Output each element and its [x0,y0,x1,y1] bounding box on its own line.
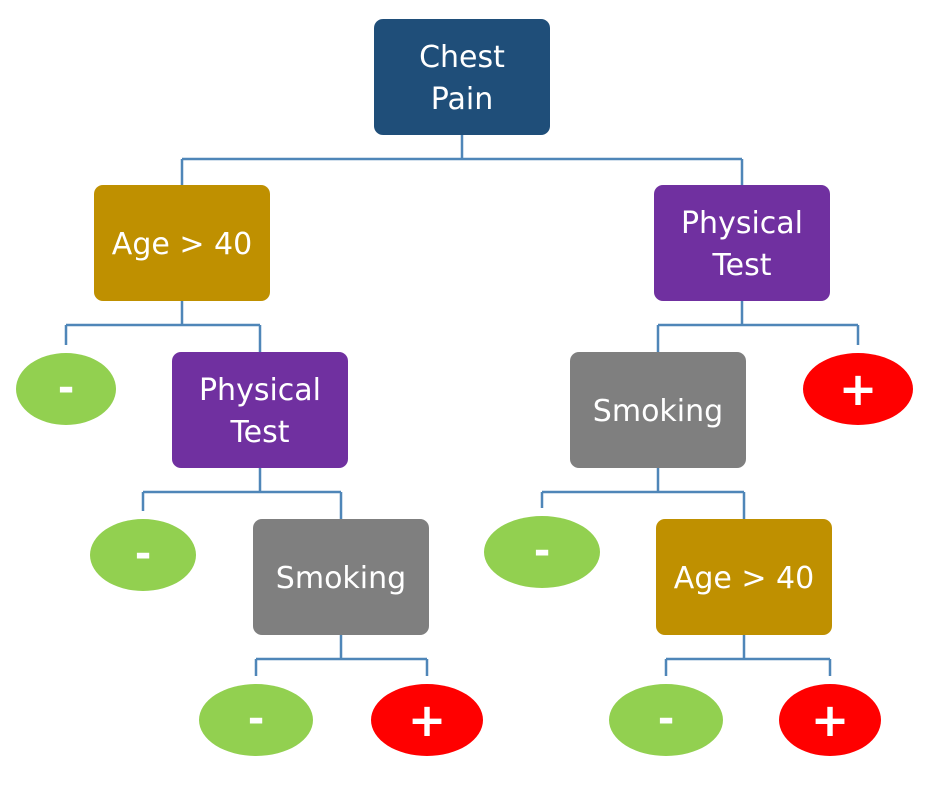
smoking-right-label-line-0: Smoking [593,394,723,429]
node-neg-2: - [90,519,196,591]
node-neg-3: - [484,516,600,588]
smoking-left-box [253,519,429,635]
negative-leaf-label: - [135,531,152,577]
root-label-line-0: Chest [419,40,505,75]
positive-leaf-label: + [839,362,878,416]
negative-leaf-label: - [58,365,75,411]
negative-leaf-label: - [248,696,265,742]
negative-leaf-ellipse [199,684,313,756]
physical-right-label-line-1: Test [711,248,771,283]
age-right-box [656,519,832,635]
positive-leaf-label: + [811,693,850,747]
node-smoking-right: Smoking [570,352,746,468]
connector-age-left [64,301,262,352]
negative-leaf-label: - [658,696,675,742]
age-right-label-line-0: Age > 40 [674,561,814,596]
node-age-right: Age > 40 [656,519,832,635]
node-neg-5: - [609,684,723,756]
node-neg-1: - [16,353,116,425]
physical-right-box [654,185,830,301]
positive-leaf-ellipse [803,353,913,425]
connector-root [180,135,744,185]
connectors [64,135,860,676]
positive-leaf-ellipse [371,684,483,756]
smoking-right-box [570,352,746,468]
node-smoking-left: Smoking [253,519,429,635]
physical-right-label-line-0: Physical [681,206,803,241]
connector-age-right [664,635,832,676]
physical-left-box [172,352,348,468]
positive-leaf-ellipse [779,684,881,756]
negative-leaf-ellipse [484,516,600,588]
positive-leaf-label: + [408,693,447,747]
root-label-line-1: Pain [431,82,493,117]
age-left-box [94,185,270,301]
age-left-label-line-0: Age > 40 [112,227,252,262]
connector-physical-left [141,468,343,519]
root-box [374,19,550,135]
smoking-left-label-line-0: Smoking [276,561,406,596]
node-neg-4: - [199,684,313,756]
connector-smoking-right [540,468,746,519]
negative-leaf-ellipse [609,684,723,756]
negative-leaf-label: - [534,528,551,574]
negative-leaf-ellipse [90,519,196,591]
node-pos-1: + [803,353,913,425]
connector-smoking-left [254,635,429,676]
physical-left-label-line-1: Test [229,415,289,450]
physical-left-label-line-0: Physical [199,373,321,408]
node-pos-3: + [779,684,881,756]
node-age-left: Age > 40 [94,185,270,301]
negative-leaf-ellipse [16,353,116,425]
connector-physical-right [656,301,860,352]
node-pos-2: + [371,684,483,756]
